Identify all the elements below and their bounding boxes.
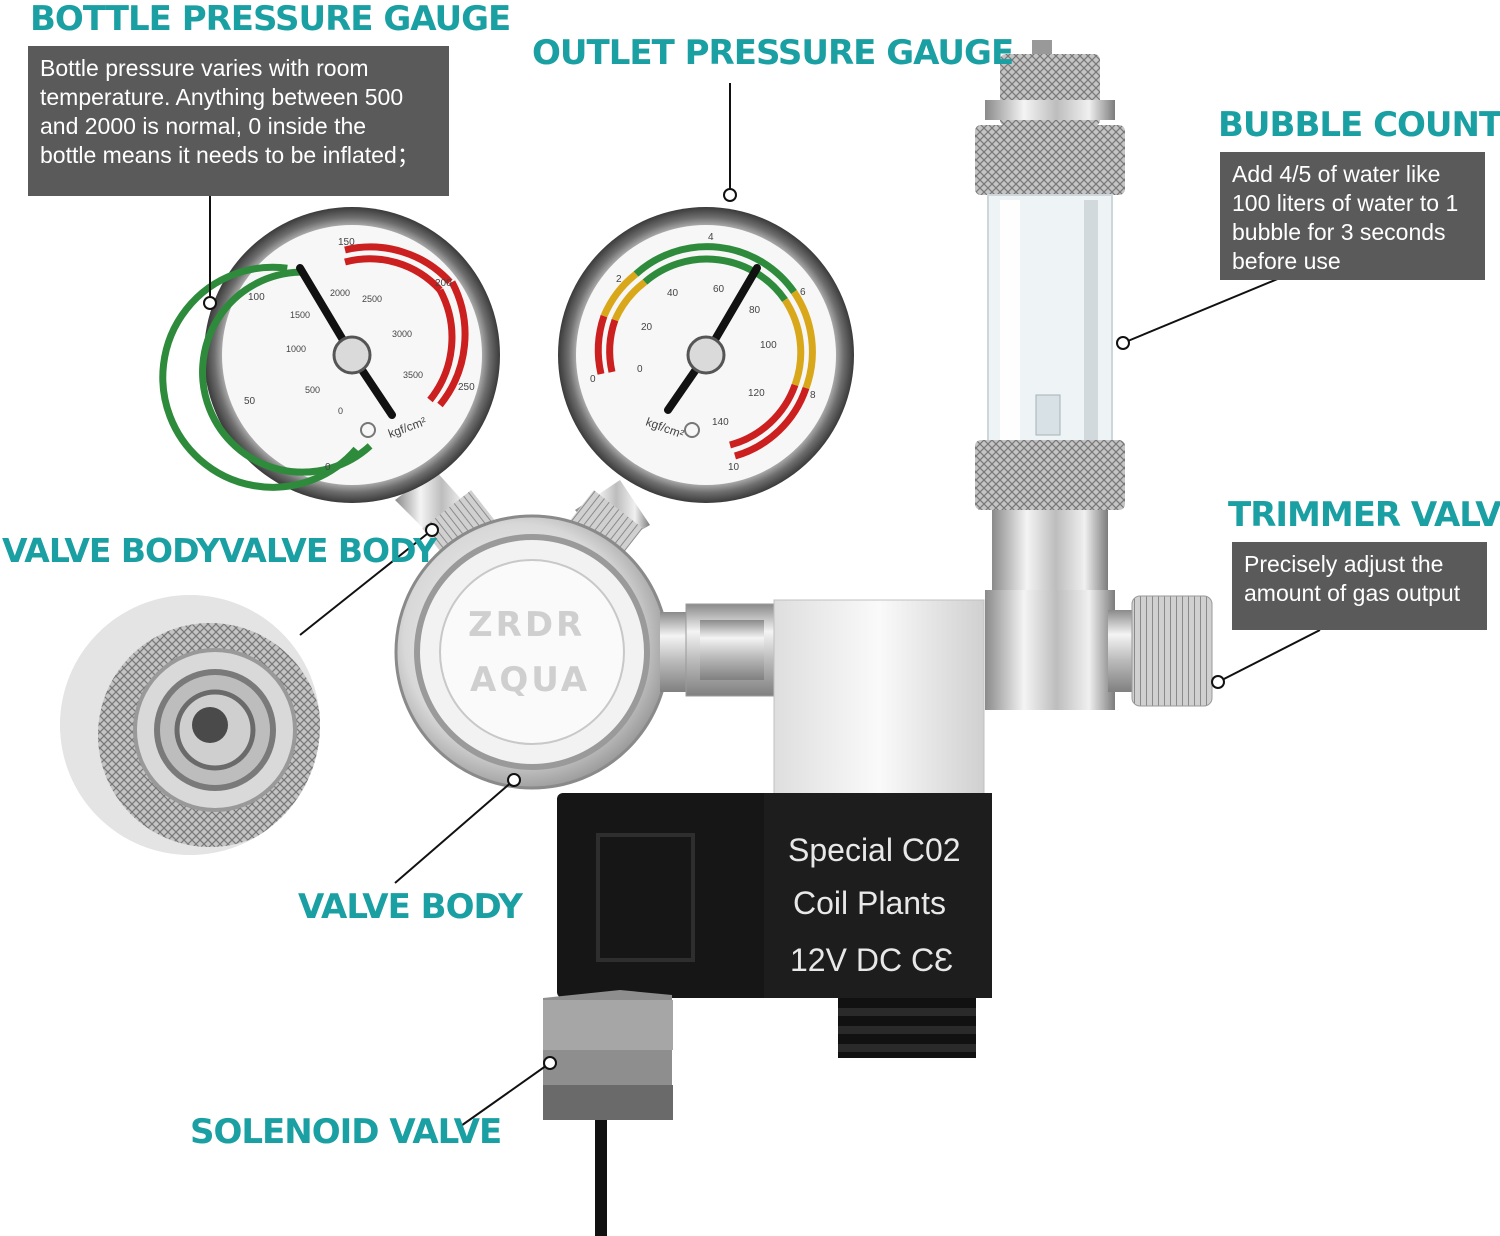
coil-text-2: Coil Plants <box>793 885 946 921</box>
svg-text:40: 40 <box>667 288 679 299</box>
valve-block <box>773 599 985 796</box>
solenoid-valve <box>543 793 992 1236</box>
bottle-pressure-gauge: kgf/cm² 0 50 100 150 200 250 0 500 1000 … <box>159 207 500 503</box>
coil-text-3: 12V DC CƐ <box>790 942 954 978</box>
svg-text:20: 20 <box>641 322 653 333</box>
bottle-pressure-note: Bottle pressure varies with room tempera… <box>28 46 449 196</box>
svg-text:80: 80 <box>749 305 761 316</box>
brand-line1: ZRDR <box>468 605 586 645</box>
svg-text:1500: 1500 <box>290 310 310 320</box>
svg-text:200: 200 <box>435 278 452 289</box>
coil-text-1: Special C02 <box>788 832 961 868</box>
bubble-counter-title: BUBBLE COUNTER <box>1218 105 1500 145</box>
trimmer-valve-title: TRIMMER VALVE <box>1228 495 1500 535</box>
svg-text:120: 120 <box>748 388 765 399</box>
svg-text:60: 60 <box>713 284 725 295</box>
svg-text:100: 100 <box>248 292 265 303</box>
svg-text:100: 100 <box>760 340 777 351</box>
svg-text:2: 2 <box>616 274 622 285</box>
trimmer-valve <box>1131 595 1213 707</box>
svg-text:150: 150 <box>338 237 355 248</box>
bottle-pressure-gauge-title: BOTTLE PRESSURE GAUGE <box>30 0 511 39</box>
solenoid-valve-title: SOLENOID VALVE <box>190 1112 502 1152</box>
svg-text:2500: 2500 <box>362 294 382 304</box>
valve-body-title: VALVE BODY <box>298 887 523 927</box>
svg-text:140: 140 <box>712 417 729 428</box>
valve-body-top-title: VALVE BODYVALVE BODY <box>2 531 437 570</box>
svg-text:0: 0 <box>325 462 331 473</box>
svg-text:2000: 2000 <box>330 288 350 298</box>
outlet-pressure-gauge-title: OUTLET PRESSURE GAUGE <box>532 33 1014 73</box>
bubble-counter-note: Add 4/5 of water like 100 liters of wate… <box>1220 152 1485 280</box>
svg-text:1000: 1000 <box>286 344 306 354</box>
leader-lines <box>203 83 1321 1129</box>
svg-text:0: 0 <box>338 406 343 416</box>
svg-text:3500: 3500 <box>403 370 423 380</box>
svg-text:6: 6 <box>800 287 806 298</box>
regulator-body <box>394 514 670 790</box>
svg-text:50: 50 <box>244 396 256 407</box>
svg-text:0: 0 <box>590 374 596 385</box>
outlet-pressure-gauge: kgf/cm² 0 2 4 6 8 10 0 20 40 60 80 100 1… <box>558 207 854 503</box>
svg-text:3000: 3000 <box>392 329 412 339</box>
bubble-counter <box>975 40 1138 710</box>
svg-text:500: 500 <box>305 385 320 395</box>
trimmer-valve-note: Precisely adjust the amount of gas outpu… <box>1232 542 1487 630</box>
svg-text:4: 4 <box>708 232 714 243</box>
brand-line2: AQUA <box>470 660 591 700</box>
svg-text:0: 0 <box>637 364 643 375</box>
svg-text:10: 10 <box>728 462 740 473</box>
valve-body-closeup <box>60 595 320 855</box>
svg-text:8: 8 <box>810 390 816 401</box>
svg-text:250: 250 <box>458 382 475 393</box>
